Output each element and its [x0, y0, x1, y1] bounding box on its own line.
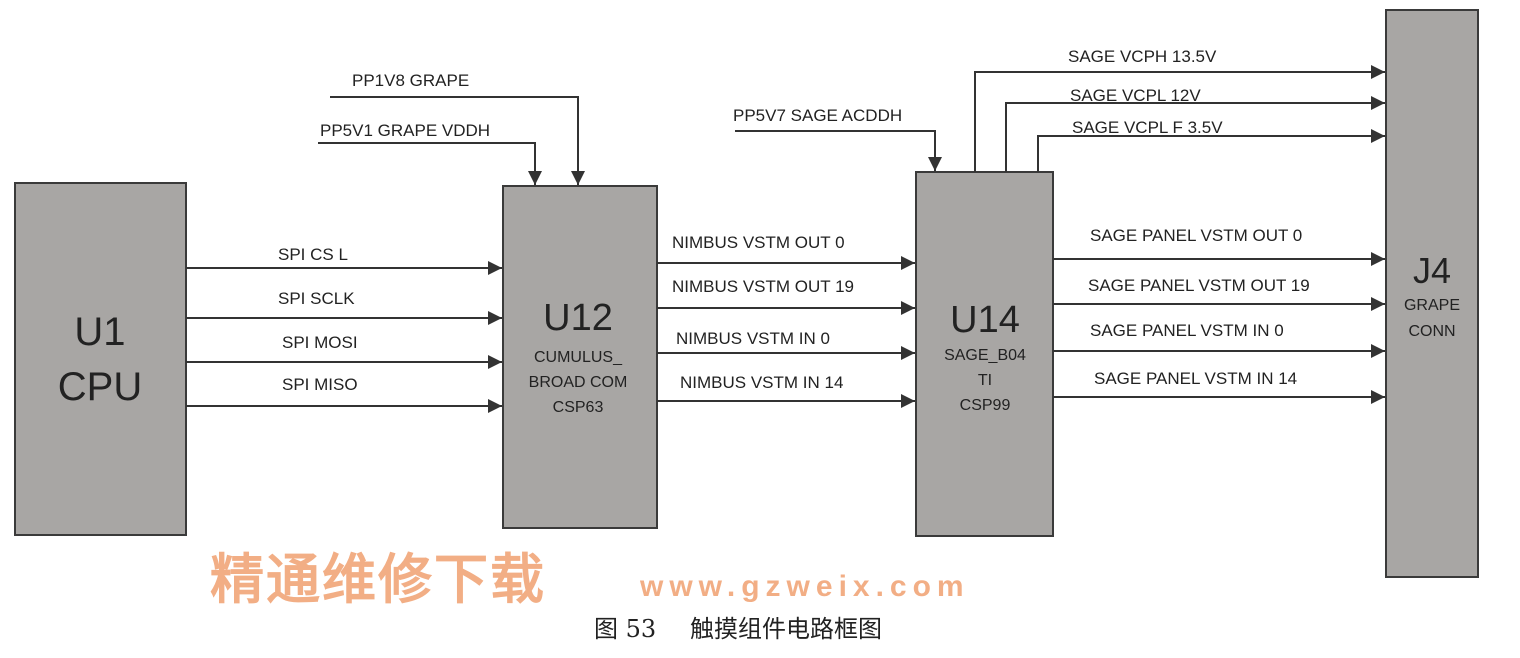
u14-line: SAGE_B04 [944, 347, 1026, 364]
signal-label: NIMBUS VSTM IN 0 [676, 329, 830, 348]
signal-label: NIMBUS VSTM OUT 19 [672, 277, 854, 296]
j4-line: GRAPE [1404, 297, 1460, 314]
u1-name: CPU [58, 365, 142, 409]
signal-label: SAGE PANEL VSTM IN 0 [1090, 321, 1284, 340]
u14-line: CSP99 [960, 397, 1011, 414]
j4-ref: J4 [1413, 250, 1451, 291]
signal-label: SPI MISO [282, 375, 358, 394]
u1-ref: U1 [74, 310, 125, 354]
u12-line: CUMULUS_ [534, 349, 623, 366]
u12-line: BROAD COM [529, 374, 628, 391]
u14-line: TI [978, 372, 992, 389]
rail-label: SAGE VCPL F 3.5V [1072, 118, 1223, 137]
rail-label: PP5V1 GRAPE VDDH [320, 121, 490, 140]
figure-caption: 图 53 触摸组件电路框图 [594, 615, 882, 643]
signal-label: SAGE PANEL VSTM OUT 19 [1088, 276, 1310, 295]
block-j4: J4 GRAPE CONN [1385, 9, 1479, 578]
u12-ref: U12 [543, 297, 613, 339]
signal-label: SAGE PANEL VSTM IN 14 [1094, 369, 1297, 388]
rail-label: SAGE VCPL 12V [1070, 86, 1201, 105]
rail-vcpl [1005, 96, 1385, 172]
rail-vcph [974, 65, 1385, 172]
block-u12: U12 CUMULUS_ BROAD COM CSP63 [502, 185, 658, 529]
signal-label: SPI MOSI [282, 333, 358, 352]
rail-label: PP5V7 SAGE ACDDH [733, 106, 902, 125]
signal-label: SPI CS L [278, 245, 348, 264]
watermark-cn: 精通维修下载 [210, 548, 546, 611]
rail-pp5v1 [318, 142, 542, 185]
caption-number: 图 53 [594, 615, 656, 643]
u14-ref: U14 [950, 299, 1020, 341]
rail-vcplf [1037, 129, 1385, 172]
panel-signals: SAGE PANEL VSTM OUT 0 SAGE PANEL VSTM OU… [1053, 226, 1385, 404]
rail-label: PP1V8 GRAPE [352, 71, 469, 90]
watermark: 精通维修下载 www.gzweix.com [210, 548, 970, 611]
block-u1-cpu: U1 CPU [14, 182, 187, 536]
u12-line: CSP63 [553, 399, 604, 416]
signal-label: NIMBUS VSTM OUT 0 [672, 233, 845, 252]
signal-label: NIMBUS VSTM IN 14 [680, 373, 843, 392]
nimbus-signals: NIMBUS VSTM OUT 0 NIMBUS VSTM OUT 19 NIM… [657, 233, 915, 408]
signal-label: SPI SCLK [278, 289, 355, 308]
signal-label: SAGE PANEL VSTM OUT 0 [1090, 226, 1302, 245]
block-u14: U14 SAGE_B04 TI CSP99 [915, 171, 1054, 537]
watermark-url: www.gzweix.com [639, 570, 970, 603]
spi-signals: SPI CS L SPI SCLK SPI MOSI SPI MISO [186, 245, 502, 413]
j4-line: CONN [1408, 323, 1455, 340]
rail-pp1v8 [330, 96, 585, 185]
caption-title: 触摸组件电路框图 [690, 615, 882, 643]
rail-pp5v7 [735, 130, 942, 171]
power-rails: PP1V8 GRAPE PP5V1 GRAPE VDDH PP5V7 SAGE … [318, 47, 1385, 185]
rail-label: SAGE VCPH 13.5V [1068, 47, 1217, 66]
